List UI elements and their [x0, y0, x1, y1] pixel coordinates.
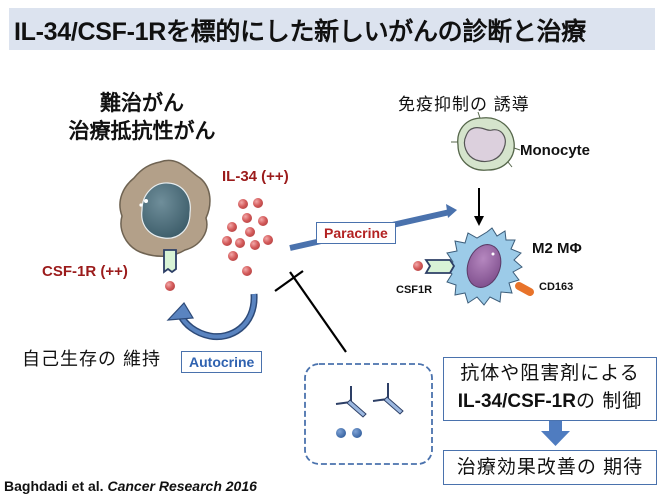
m2-macrophage-label: M2 MΦ — [532, 240, 582, 257]
differentiation-arrow-icon — [474, 188, 484, 226]
therapy-line-2: IL-34/CSF-1Rの 制御 — [444, 388, 656, 416]
tumor-cell-icon — [119, 159, 211, 257]
down-arrow-icon — [541, 420, 570, 446]
self-survival-label: 自己生存の 維持 — [22, 349, 162, 369]
outcome-box: 治療効果改善の 期待 — [443, 450, 657, 485]
cd163-receptor-icon — [515, 282, 534, 296]
macrophage-csf1r-label: CSF1R — [396, 284, 433, 296]
cd163-label: CD163 — [539, 281, 574, 293]
m2-macrophage-cell-icon — [443, 227, 523, 306]
left-heading-line-1: 難治がん — [100, 92, 184, 115]
therapy-target: IL-34/CSF-1R — [457, 391, 576, 412]
macrophage-csf1r-receptor-icon — [413, 259, 456, 274]
csf1r-receptor-icon — [163, 249, 177, 291]
autocrine-label: Autocrine — [181, 351, 263, 373]
therapy-line-1: 抗体や阻害剤による — [460, 363, 640, 384]
therapy-box: 抗体や阻害剤による IL-34/CSF-1Rの 制御 — [443, 357, 657, 421]
il34-ligand-cluster — [222, 198, 273, 276]
left-heading-line-2: 治療抵抗性がん — [68, 120, 216, 143]
title-bar — [9, 8, 655, 50]
small-molecule-inhibitor-icon — [352, 428, 362, 438]
citation: Baghdadi et al. Cancer Research 2016 — [4, 478, 257, 494]
monocyte-label: Monocyte — [520, 142, 591, 159]
therapeutic-agents-box — [304, 363, 433, 465]
antibody-icon — [335, 386, 367, 418]
csf1r-tumor-label: CSF-1R (++) — [42, 263, 128, 280]
monocyte-cell-icon — [451, 111, 521, 171]
therapy-line-2-rest: の 制御 — [575, 391, 643, 412]
autocrine-arrow-icon — [166, 293, 258, 341]
immunosuppression-heading: 免疫抑制の 誘導 — [398, 95, 530, 114]
citation-authors: Baghdadi et al. — [4, 478, 104, 494]
citation-journal: Cancer Research 2016 — [107, 478, 257, 494]
paracrine-label: Paracrine — [316, 222, 396, 244]
il34-label: IL-34 (++) — [222, 168, 289, 185]
inhibition-line-icon — [274, 270, 347, 353]
antibody-icon — [372, 383, 404, 415]
page-title: IL-34/CSF-1Rを標的にした新しいがんの診断と治療 — [14, 18, 586, 46]
small-molecule-inhibitor-icon — [336, 428, 346, 438]
left-heading: 難治がん 治療抵抗性がん — [52, 90, 232, 146]
